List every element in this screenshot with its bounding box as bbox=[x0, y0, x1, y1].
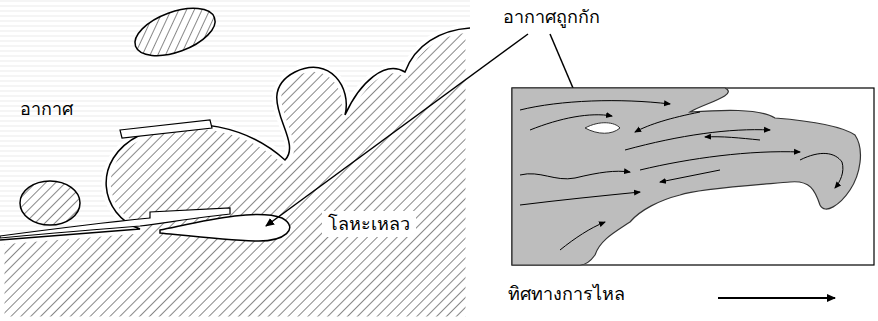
flow-arrows bbox=[520, 101, 843, 250]
oxide-film bbox=[120, 120, 212, 138]
leader-line bbox=[266, 34, 528, 226]
droplet bbox=[129, 0, 222, 65]
liquid-outline bbox=[0, 28, 470, 240]
region-label: โลหะเหลว bbox=[322, 211, 416, 237]
trapped-air bbox=[585, 123, 620, 134]
callout-label: อากาศถูกกัก bbox=[503, 6, 600, 28]
droplet bbox=[20, 181, 80, 225]
direction-arrow bbox=[718, 297, 835, 299]
metal-flow bbox=[512, 88, 860, 265]
trapped-air bbox=[160, 215, 290, 242]
direction-label: ทิศทางการไหล bbox=[508, 283, 625, 305]
mold-cavity bbox=[512, 88, 874, 265]
region-label: อากาศ bbox=[20, 98, 73, 120]
liquid-metal bbox=[0, 28, 470, 321]
